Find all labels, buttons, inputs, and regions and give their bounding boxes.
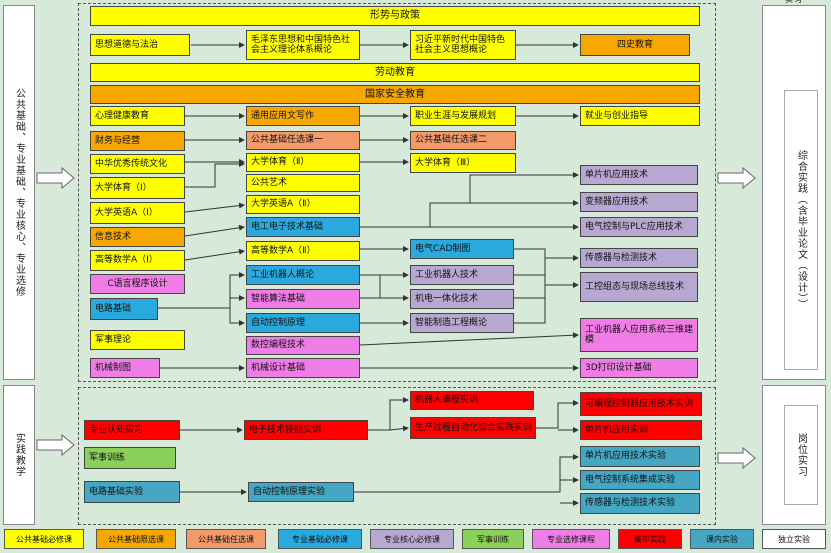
course-jixiezhitu[interactable]: 机械制图 [90, 358, 160, 378]
course-laodong[interactable]: 劳动教育 [90, 63, 700, 82]
course-yishu[interactable]: 公共艺术 [246, 174, 360, 192]
theory-stage-label: 公共基础、专业基础、专业核心、专业选修 [3, 5, 35, 380]
course-shuxue1[interactable]: 高等数学A（Ⅰ） [90, 250, 185, 271]
course-zhiye[interactable]: 职业生涯与发展规划 [410, 106, 516, 126]
practice-robot-prog[interactable]: 机器人编程实训 [410, 391, 534, 410]
internship-label: 岗位实习 [784, 405, 818, 505]
theory-group [78, 3, 716, 382]
internship-top-label: 实习 [785, 0, 803, 5]
course-bianpin[interactable]: 变频器应用技术 [580, 192, 698, 212]
legend-item-5: 军事训练 [462, 529, 524, 549]
practice-zidong-exp[interactable]: 自动控制原理实验 [248, 482, 354, 502]
course-anquan[interactable]: 国家安全教育 [90, 85, 700, 104]
course-xuan1[interactable]: 公共基础任选课一 [246, 131, 360, 150]
course-robottech[interactable]: 工业机器人技术 [410, 265, 514, 285]
practice-junxun[interactable]: 军事训练 [84, 447, 176, 469]
legend-item-8: 课内实验 [690, 529, 754, 549]
course-zhizao[interactable]: 智能制造工程概论 [410, 313, 514, 333]
practice-group [78, 387, 716, 525]
course-tiyu1[interactable]: 大学体育（Ⅰ） [90, 177, 185, 199]
course-zidong[interactable]: 自动控制原理 [246, 313, 360, 333]
course-robotintro[interactable]: 工业机器人概论 [246, 265, 360, 285]
course-xingshi[interactable]: 形势与政策 [90, 6, 700, 26]
course-sixiang[interactable]: 思想道德与法治 [90, 34, 190, 56]
course-diangong[interactable]: 电工电子技术基础 [246, 217, 360, 237]
course-yingyong[interactable]: 通用应用文写作 [246, 106, 360, 126]
legend-item-1: 公共基础限选课 [96, 529, 176, 549]
course-plc[interactable]: 电气控制与PLC应用技术 [580, 217, 698, 237]
course-jidian[interactable]: 机电一体化技术 [410, 289, 514, 309]
course-yingyu2[interactable]: 大学英语A（Ⅱ） [246, 195, 360, 214]
course-jixiesheji[interactable]: 机械设计基础 [246, 358, 360, 378]
course-zhonghua[interactable]: 中华优秀传统文化 [90, 154, 185, 174]
course-xinxi[interactable]: 信息技术 [90, 227, 185, 247]
course-xi[interactable]: 习近平新时代中国特色社会主义思想概论 [410, 30, 516, 60]
practice-dianzi[interactable]: 电子技术技能实训 [244, 420, 368, 440]
course-xuan2[interactable]: 公共基础任选课二 [410, 131, 516, 150]
course-dianlu[interactable]: 电路基础 [90, 298, 158, 320]
practice-renzhi[interactable]: 专业认知实习 [84, 420, 180, 440]
course-print3d[interactable]: 3D打印设计基础 [580, 358, 698, 378]
legend-item-7: 集中实践 [618, 529, 682, 549]
practice-stage-label: 实践教学 [3, 385, 35, 525]
course-sishi[interactable]: 四史教育 [580, 34, 690, 56]
course-junshi[interactable]: 军事理论 [90, 330, 185, 350]
legend-item-0: 公共基础必修课 [4, 529, 84, 549]
course-danpian1[interactable]: 单片机应用技术 [580, 165, 698, 185]
legend-item-6: 专业选修课程 [532, 529, 610, 549]
course-cad[interactable]: 电气CAD制图 [410, 239, 514, 259]
course-mao[interactable]: 毛泽东思想和中国特色社会主义理论体系概论 [246, 30, 360, 60]
course-tiyu3[interactable]: 大学体育（Ⅲ） [410, 153, 516, 173]
practice-chuanganqi-exp[interactable]: 传感器与检测技术实验 [580, 493, 700, 514]
legend-item-3: 专业基础必修课 [278, 529, 362, 549]
course-shukong[interactable]: 数控编程技术 [246, 336, 360, 355]
course-tiyu2[interactable]: 大学体育（Ⅱ） [246, 153, 360, 172]
practice-plc-shixun[interactable]: 可编程控制器应用技术实训 [580, 392, 702, 416]
practice-dianlu-exp[interactable]: 电路基础实验 [84, 481, 180, 503]
course-yingyu1[interactable]: 大学英语A（Ⅰ） [90, 202, 185, 224]
course-caiwu[interactable]: 财务与经营 [90, 131, 185, 151]
practice-auto-line[interactable]: 生产过程自动化综合实践实训 [410, 417, 536, 439]
comprehensive-practice-label: 综合实践（含毕业论文（设计）） [784, 90, 818, 370]
course-zutai[interactable]: 工控组态与现场总线技术 [580, 272, 698, 302]
course-shuxue2[interactable]: 高等数学A（Ⅱ） [246, 241, 360, 261]
course-cyuyan[interactable]: C语言程序设计 [90, 274, 185, 294]
practice-plc-exp[interactable]: 电气控制系统集成实验 [580, 470, 700, 490]
legend-item-4: 专业核心必修课 [370, 529, 454, 549]
course-robot3d[interactable]: 工业机器人应用系统三维建模 [580, 318, 698, 352]
course-xinli[interactable]: 心理健康教育 [90, 106, 185, 126]
course-suanfa[interactable]: 智能算法基础 [246, 289, 360, 309]
course-jiuye[interactable]: 就业与创业指导 [580, 106, 700, 126]
legend-item-9: 独立实验 [762, 529, 826, 549]
course-chuanganqi1[interactable]: 传感器与检测技术 [580, 248, 698, 268]
practice-danpian-exp[interactable]: 单片机应用技术实验 [580, 446, 700, 467]
practice-danpian-shixun[interactable]: 单片机应用实训 [580, 420, 702, 440]
legend-item-2: 公共基础任选课 [186, 529, 266, 549]
